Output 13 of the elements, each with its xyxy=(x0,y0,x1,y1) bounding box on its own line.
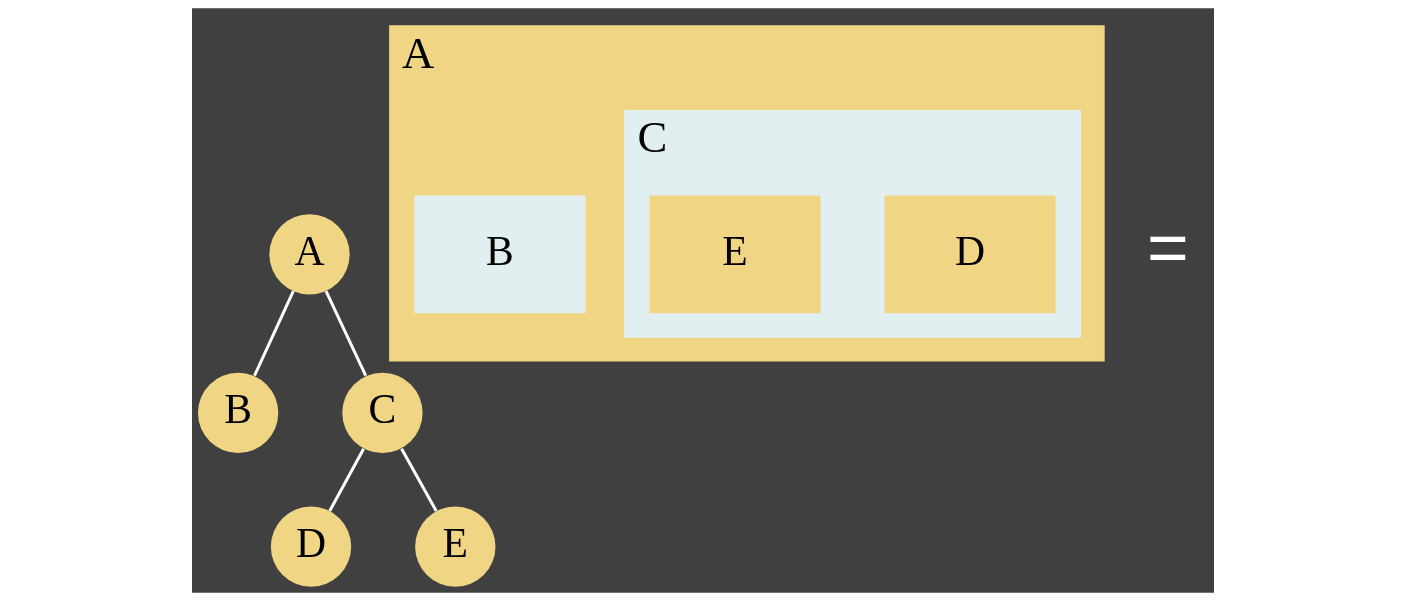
connector xyxy=(324,290,368,377)
node-box: D xyxy=(884,195,1056,314)
connector xyxy=(253,290,295,377)
connector xyxy=(400,447,438,512)
node-box: E xyxy=(649,195,821,314)
node-circle: D xyxy=(270,506,352,587)
node-circle: C xyxy=(342,372,423,453)
node-box: B xyxy=(414,195,586,314)
node-circle: A xyxy=(269,214,350,295)
connector xyxy=(328,448,365,512)
node-circle: B xyxy=(197,372,279,453)
node-circle: E xyxy=(415,506,496,587)
label: = xyxy=(1147,207,1189,288)
